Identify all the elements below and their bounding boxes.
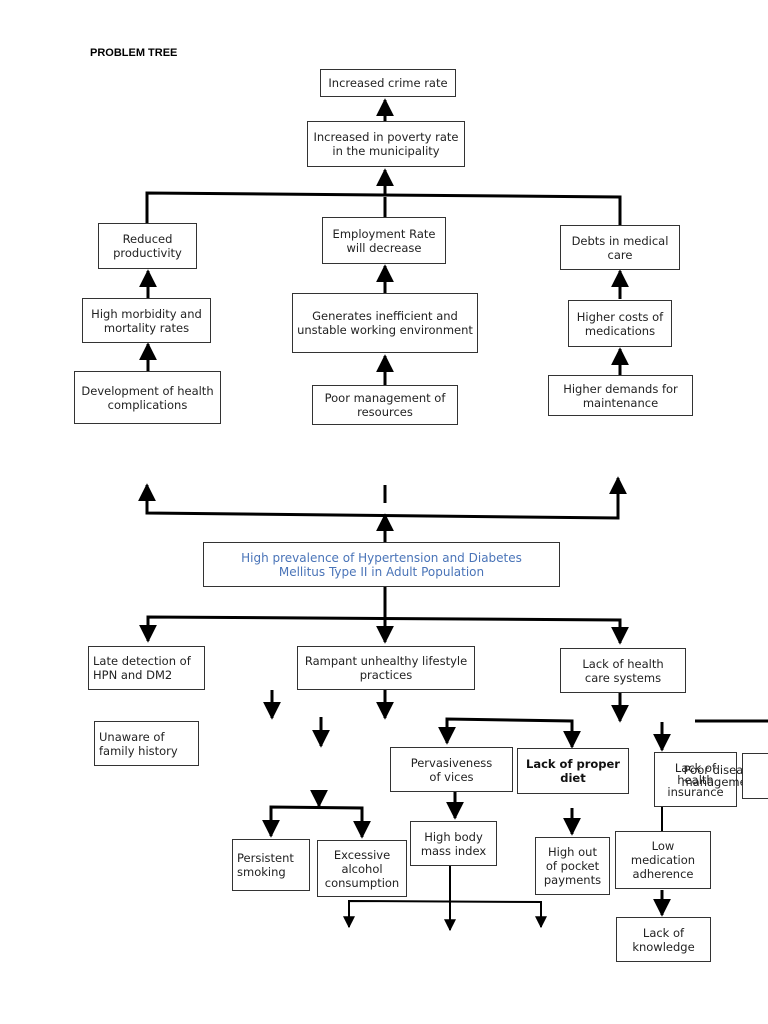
node-increased-crime-rate: Increased crime rate [320, 69, 456, 97]
bmi-branch-bar [343, 899, 547, 929]
node-lack-health-insurance: Lack of health insurance [654, 752, 737, 807]
node-high-body-mass-index: High body mass index [410, 821, 497, 866]
node-health-complications: Development of health complications [74, 371, 221, 424]
node-excessive-alcohol: Excessive alcohol consumption [317, 840, 407, 897]
core-effects-bar [138, 476, 627, 520]
node-reduced-productivity: Reduced productivity [98, 223, 197, 269]
node-lack-proper-diet: Lack of proper diet [517, 748, 629, 794]
node-high-morbidity: High morbidity and mortality rates [82, 298, 211, 343]
node-pervasiveness-vices: Pervasiveness of vices [390, 747, 513, 792]
effects-branch-bar [145, 191, 622, 226]
node-core-problem: High prevalence of Hypertension and Diab… [203, 542, 560, 587]
diagram-title: PROBLEM TREE [90, 47, 178, 59]
node-higher-costs-medications: Higher costs of medications [568, 300, 672, 347]
node-lack-health-care-systems: Lack of health care systems [560, 648, 686, 693]
node-persistent-smoking: Persistent smoking [232, 839, 310, 891]
node-late-detection: Late detection of HPN and DM2 [88, 646, 205, 690]
node-unhealthy-lifestyle: Rampant unhealthy lifestyle practices [297, 646, 475, 690]
node-lack-of-knowledge: Lack of knowledge [616, 917, 711, 962]
node-poverty-rate: Increased in poverty rate in the municip… [307, 121, 465, 167]
node-employment-rate: Employment Rate will decrease [322, 217, 446, 264]
node-poor-management-resources: Poor management of resources [312, 385, 458, 425]
node-partial-clipped [742, 753, 768, 799]
node-debts-medical-care: Debts in medical care [560, 225, 680, 270]
node-low-medication-adherence: Low medication adherence [615, 831, 711, 889]
node-unaware-family-history: Unaware of family history [94, 721, 199, 766]
smoking-alcohol-branch [262, 805, 371, 839]
node-higher-demands-maintenance: Higher demands for maintenance [548, 375, 693, 416]
vices-diet-branch [438, 717, 581, 749]
node-out-of-pocket: High out of pocket payments [535, 837, 610, 895]
node-working-environment: Generates inefficient and unstable worki… [292, 293, 478, 353]
